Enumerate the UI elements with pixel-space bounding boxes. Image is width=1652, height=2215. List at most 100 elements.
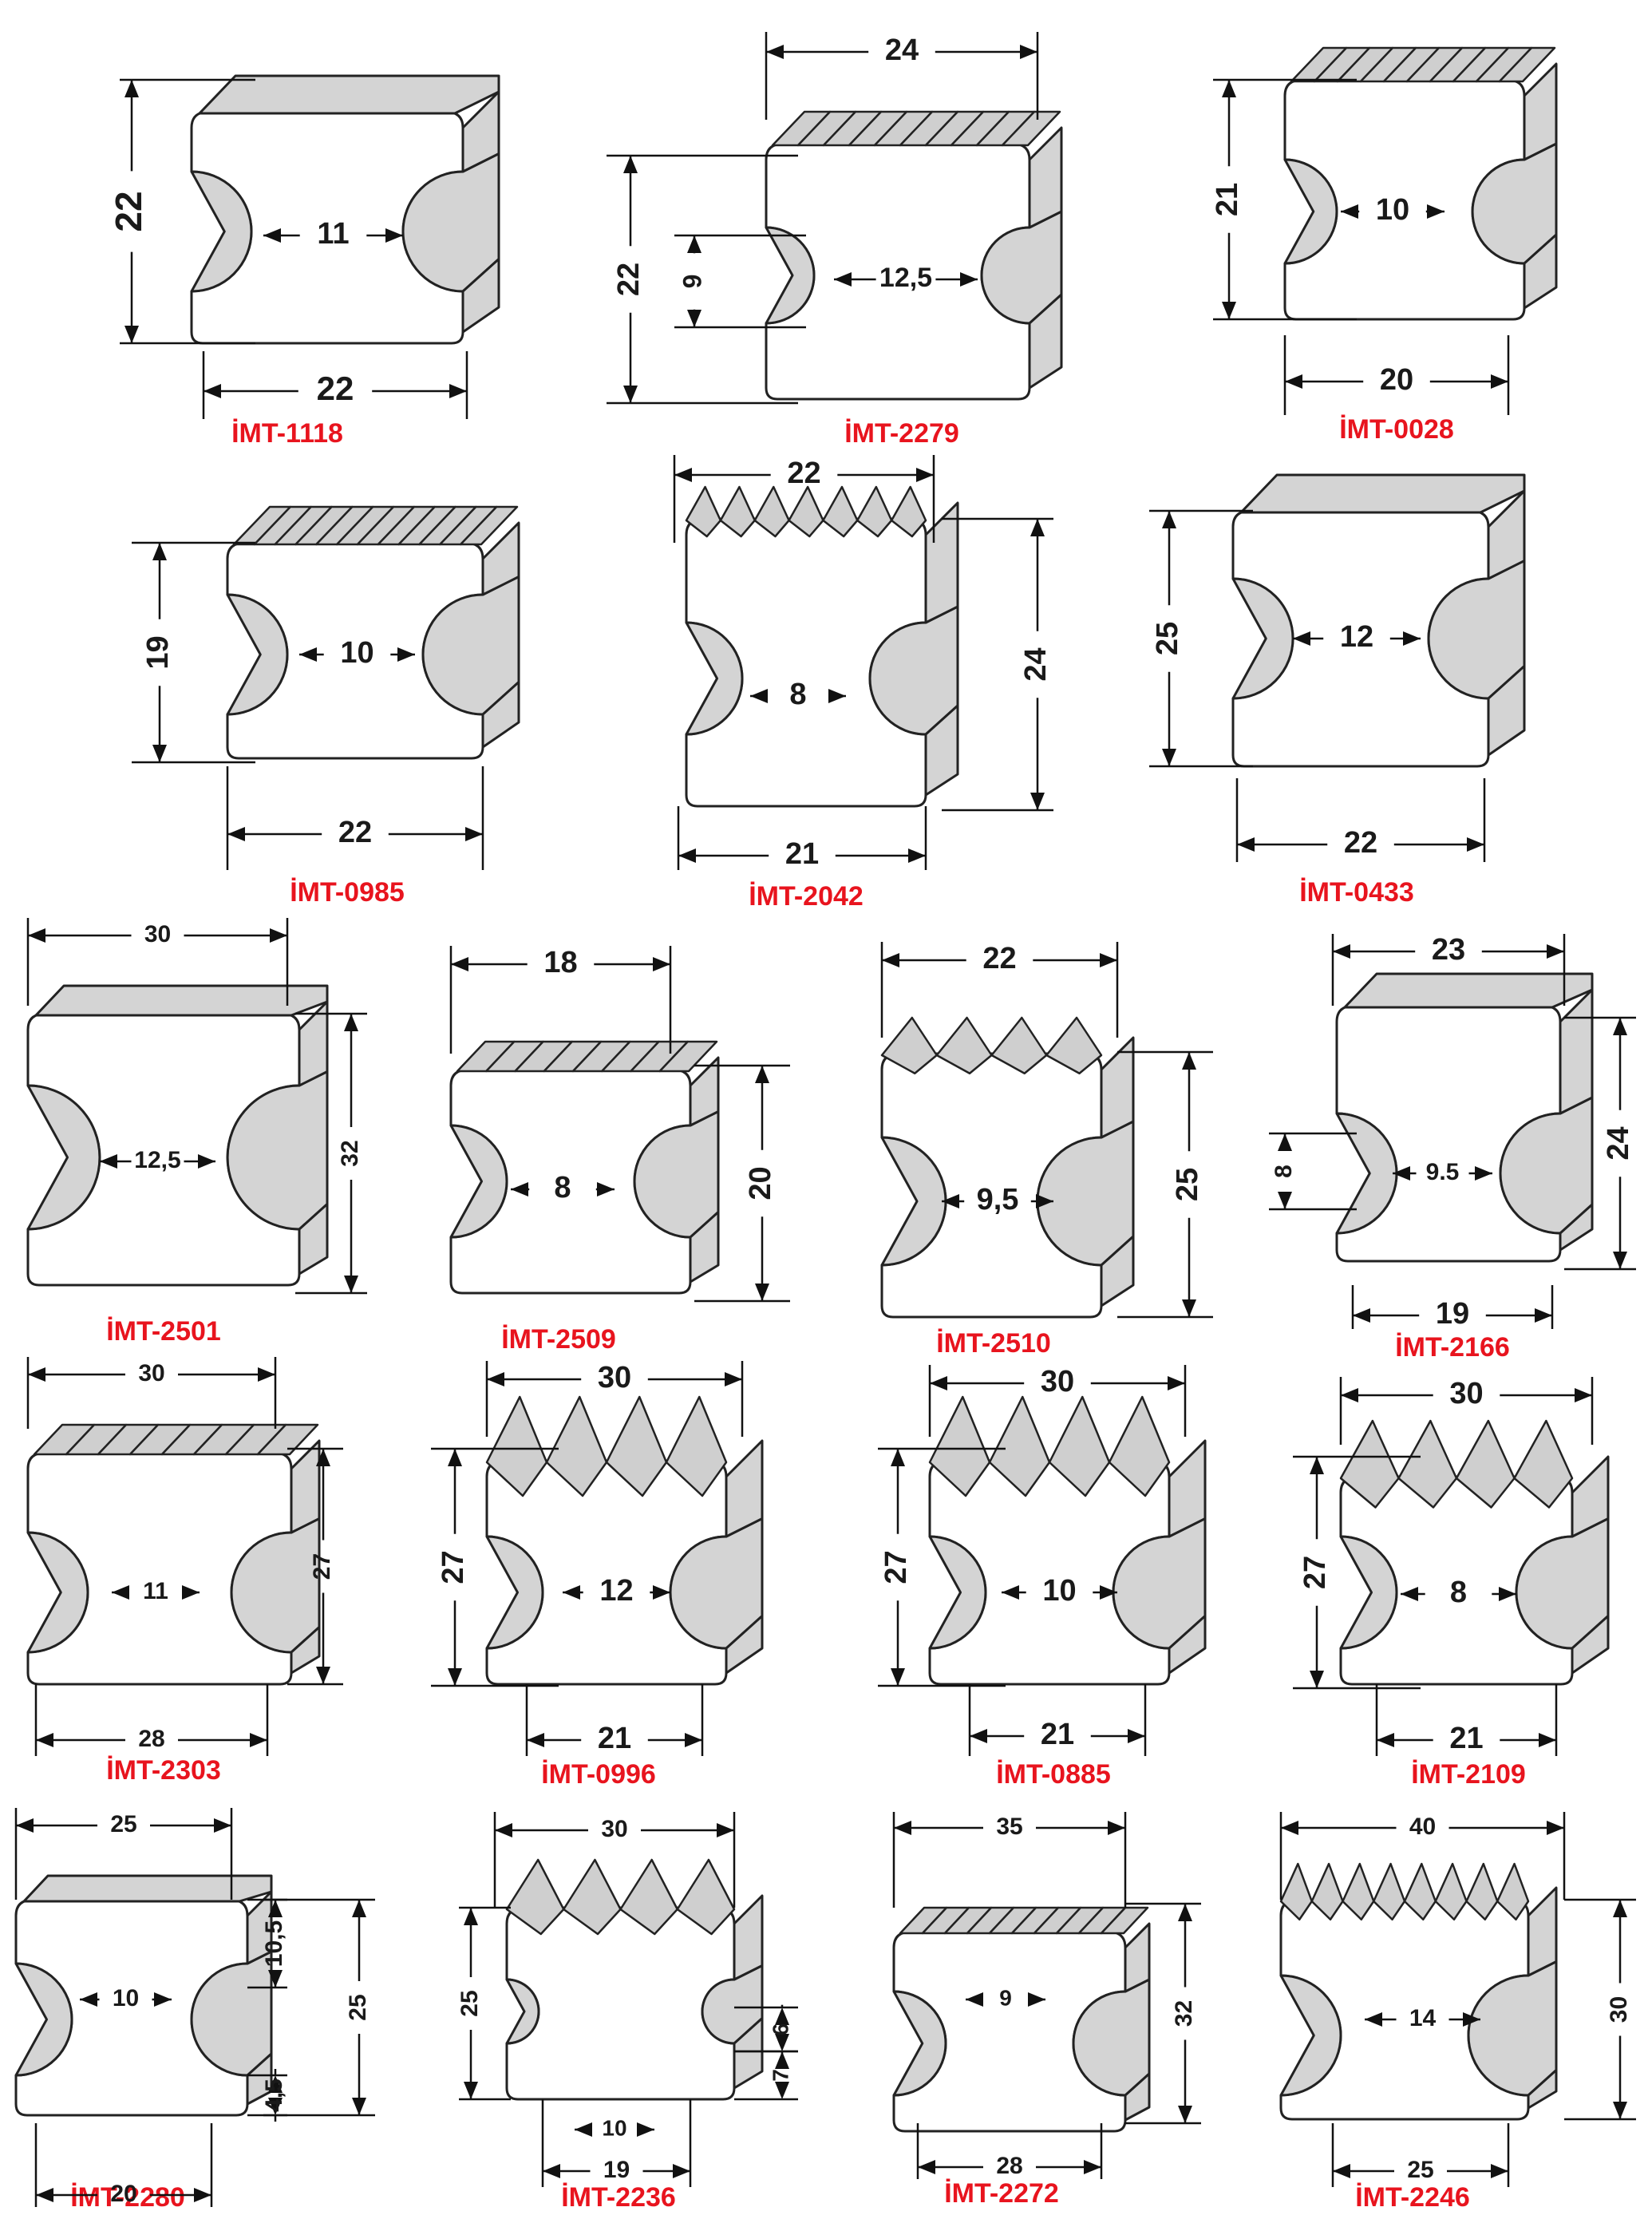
top-tooth (665, 1395, 728, 1497)
dimension-horizontal: 8 (1401, 1576, 1516, 1609)
arrowhead (397, 647, 415, 662)
notch-shade (26, 1084, 101, 1231)
notch-shade (1283, 158, 1338, 265)
side-face (1559, 1203, 1594, 1252)
arrowhead (673, 2164, 690, 2178)
dimension-label: 21 (785, 837, 819, 871)
arrowhead (1030, 519, 1045, 536)
arrowhead (1575, 1388, 1592, 1402)
profile-cell: İMT-2272 (892, 1906, 1151, 2209)
arrowhead (834, 272, 852, 287)
dimension-label: 22 (612, 263, 646, 296)
dimension-horizontal: 19 (1351, 1285, 1554, 1331)
arrowhead (36, 2188, 53, 2202)
arrowhead (268, 2098, 283, 2115)
arrowhead (250, 1733, 267, 1747)
notch-shade (669, 1517, 764, 1650)
profile-code-label: İMT-2303 (106, 1755, 221, 1786)
profile-code-label: İMT-2236 (561, 2182, 676, 2213)
arrowhead (352, 2098, 366, 2115)
notch-shade (485, 1535, 544, 1650)
profile-cell: İMT-0885 (928, 1395, 1207, 1790)
dimension-label: 27 (879, 1550, 913, 1584)
dimension-vertical: 4,5 (247, 2069, 287, 2122)
notch-shade (449, 1124, 508, 1239)
side-face (1028, 126, 1063, 229)
dimension-vertical: 27 (878, 1447, 1006, 1687)
arrowhead (970, 1729, 987, 1743)
side-face (1523, 62, 1558, 161)
arrowhead (1222, 302, 1236, 319)
dimension-horizontal: 21 (968, 1684, 1147, 1756)
dimension-vertical: 24 (1564, 1016, 1636, 1271)
dimension-label: 27 (437, 1550, 470, 1584)
arrowhead (891, 1449, 905, 1466)
arrowhead (1162, 511, 1176, 528)
notch-shade (868, 605, 959, 736)
arrowhead (299, 647, 317, 662)
arrowhead (687, 235, 702, 253)
dimension-label: 22 (982, 942, 1016, 975)
arrowhead (1401, 1587, 1418, 1601)
arrowhead (755, 1066, 769, 1083)
arrowhead (653, 957, 670, 971)
arrowhead (1613, 1252, 1627, 1269)
arrowhead (80, 1992, 97, 2007)
arrowhead (891, 1668, 905, 1686)
arrowhead (687, 310, 702, 327)
arrowhead (465, 827, 483, 841)
dimension-horizontal: 10 (80, 1985, 172, 2011)
side-face (290, 1439, 321, 1534)
top-rib (459, 505, 519, 546)
arrowhead (16, 1818, 34, 1833)
profile-code-label: İMT-2510 (936, 1328, 1051, 1359)
dimension-horizontal: 30 (493, 1812, 736, 1908)
top-face (198, 74, 500, 115)
dimension-vertical: 22 (108, 78, 255, 345)
dimension-horizontal: 35 (892, 1812, 1127, 1908)
arrowhead (1036, 1194, 1053, 1208)
dimension-horizontal: 11 (112, 1578, 200, 1604)
dimension-horizontal: 30 (26, 918, 289, 1006)
dimension-horizontal: 24 (765, 32, 1039, 120)
side-face (290, 1626, 321, 1675)
arrowhead (918, 2160, 935, 2174)
dimension-label: 12,5 (879, 263, 932, 293)
arrowhead (966, 1992, 983, 2007)
arrowhead (623, 156, 638, 173)
side-face (733, 2017, 764, 2090)
dimension-horizontal: 25 (1331, 2123, 1510, 2187)
dimension-vertical: 27 (287, 1447, 343, 1686)
dimension-horizontal: 25 (14, 1808, 233, 1900)
arrowhead (154, 1992, 172, 2007)
arrowhead (775, 2051, 789, 2069)
dimension-horizontal: 30 (485, 1361, 744, 1437)
notch-shade (226, 1070, 329, 1231)
arrowhead (1613, 1018, 1627, 1035)
top-rib (256, 1423, 319, 1456)
dimension-vertical: 24 (942, 517, 1053, 812)
dimension-label: 12 (1340, 620, 1373, 654)
dimension-label: 19 (1436, 1297, 1469, 1331)
dimension-label: 12 (599, 1574, 633, 1608)
notch-shade (880, 1136, 947, 1267)
arrowhead (960, 272, 978, 287)
arrowhead (575, 2122, 592, 2137)
dimension-horizontal: 28 (34, 1684, 269, 1756)
arrowhead (766, 45, 784, 59)
arrowhead (270, 928, 287, 943)
arrowhead (674, 468, 692, 482)
arrowhead (623, 386, 638, 403)
side-face (1100, 1235, 1135, 1307)
arrowhead (112, 1585, 129, 1600)
side-face (298, 1000, 329, 1087)
profile-code-label: İMT-2501 (106, 1316, 221, 1347)
profile-body (505, 1906, 736, 2101)
side-face (725, 1615, 764, 1675)
notch-shade (421, 576, 520, 716)
arrowhead (36, 1733, 53, 1747)
arrowhead (495, 1823, 512, 1837)
dimension-vertical: 32 (295, 1012, 367, 1295)
dimension-vertical: 27 (1293, 1455, 1421, 1690)
dimension-horizontal: 8 (511, 1171, 615, 1204)
